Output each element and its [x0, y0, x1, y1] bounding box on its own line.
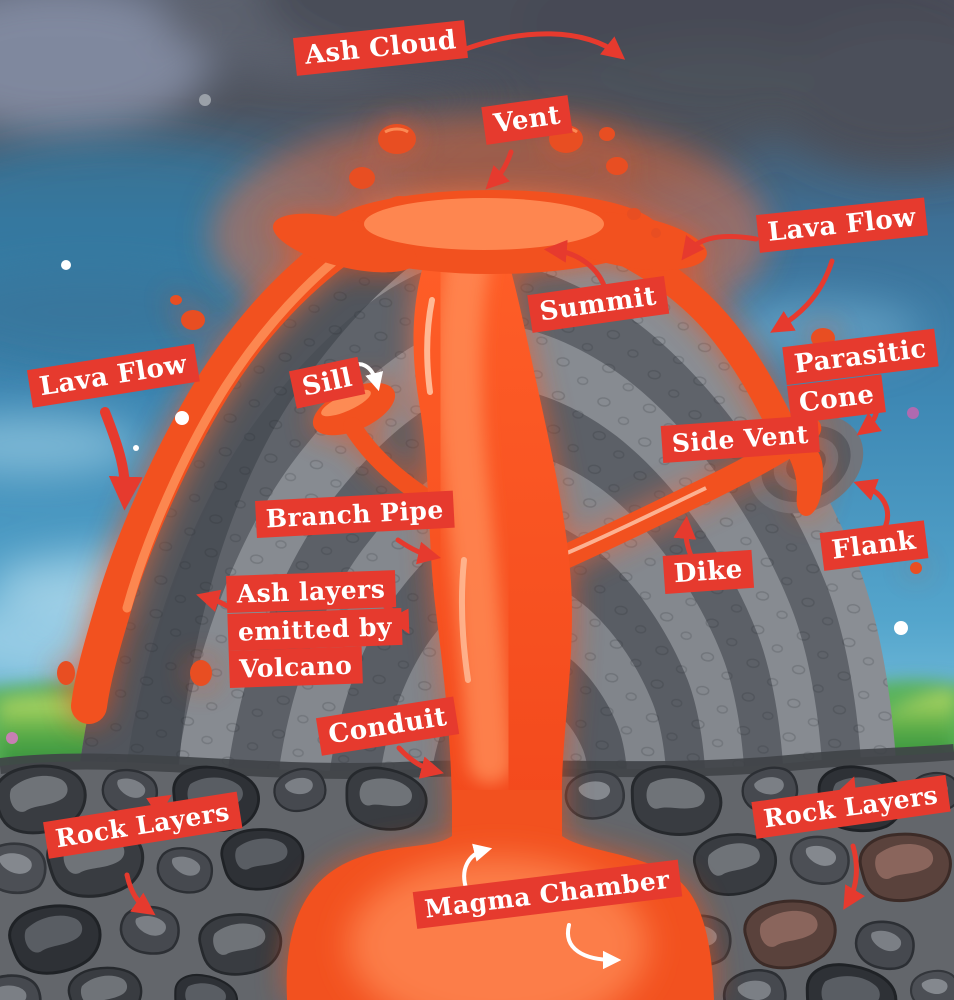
particles [6, 94, 919, 744]
label-dike: Dike [662, 549, 755, 595]
label-ash-layers-text: Ash layers emitted by Volcano [226, 570, 403, 688]
label-ash-layers: Ash layers emitted by Volcano [226, 570, 404, 689]
label-dike-text: Dike [662, 549, 755, 594]
